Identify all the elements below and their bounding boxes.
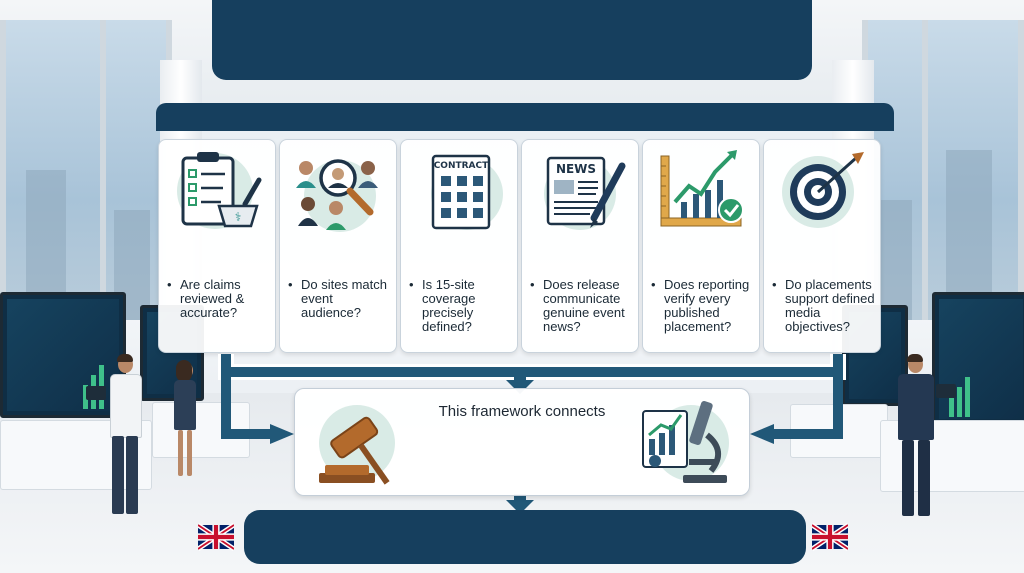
question-label: Does reporting verify every published pl… <box>664 277 750 334</box>
question-text: • Do sites match event audience? <box>288 277 394 320</box>
question-text: • Do placements support defined media ob… <box>772 277 878 334</box>
title-banner <box>212 0 812 80</box>
question-card: • Do placements support defined media ob… <box>763 139 881 353</box>
gavel-icon <box>309 395 409 489</box>
question-label: Is 15-site coverage precisely defined? <box>422 277 476 334</box>
question-card: • Do sites match event audience? <box>279 139 397 353</box>
question-card: NEWS • Does release communicate genuine … <box>521 139 639 353</box>
question-text: • Does release communicate genuine event… <box>530 277 636 334</box>
panel-header <box>156 103 894 131</box>
contract-icon: CONTRACT <box>409 146 509 236</box>
question-text: • Does reporting verify every published … <box>651 277 757 334</box>
question-panel: ⚕ • Are claims reviewed & accurate? • Do… <box>156 103 894 353</box>
framework-box: This framework connects <box>294 388 750 496</box>
audience-magnifier-icon <box>288 146 388 236</box>
question-label: Does release communicate genuine event n… <box>543 277 625 334</box>
desk <box>790 404 888 458</box>
window-left <box>0 20 107 320</box>
newspaper-pen-icon: NEWS <box>530 146 630 236</box>
conclusion-banner <box>244 510 806 564</box>
person-woman <box>170 360 200 480</box>
clipboard-mortar-icon: ⚕ <box>167 146 267 236</box>
desk <box>152 402 250 458</box>
question-label: Do placements support defined media obje… <box>785 277 875 334</box>
svg-text:NEWS: NEWS <box>556 162 596 176</box>
target-arrow-icon <box>772 146 872 236</box>
svg-text:CONTRACT: CONTRACT <box>434 161 489 171</box>
dashboard-monitor <box>932 292 1024 426</box>
question-text: • Is 15-site coverage precisely defined? <box>409 277 515 334</box>
question-label: Are claims reviewed & accurate? <box>180 277 245 320</box>
question-text: • Are claims reviewed & accurate? <box>167 277 273 320</box>
microscope-chart-icon <box>635 395 735 489</box>
uk-flag-icon <box>196 522 236 552</box>
question-card: • Does reporting verify every published … <box>642 139 760 353</box>
question-label: Do sites match event audience? <box>301 277 387 320</box>
window-right <box>922 20 1024 320</box>
svg-text:⚕: ⚕ <box>235 210 242 224</box>
question-card: ⚕ • Are claims reviewed & accurate? <box>158 139 276 353</box>
question-card: CONTRACT • Is 15-site coverage precisely… <box>400 139 518 353</box>
person-man-tablet <box>86 352 150 522</box>
uk-flag-icon <box>810 522 850 552</box>
growth-chart-check-icon <box>651 146 751 236</box>
person-man-suit <box>888 352 956 522</box>
framework-title: This framework connects <box>438 403 606 420</box>
